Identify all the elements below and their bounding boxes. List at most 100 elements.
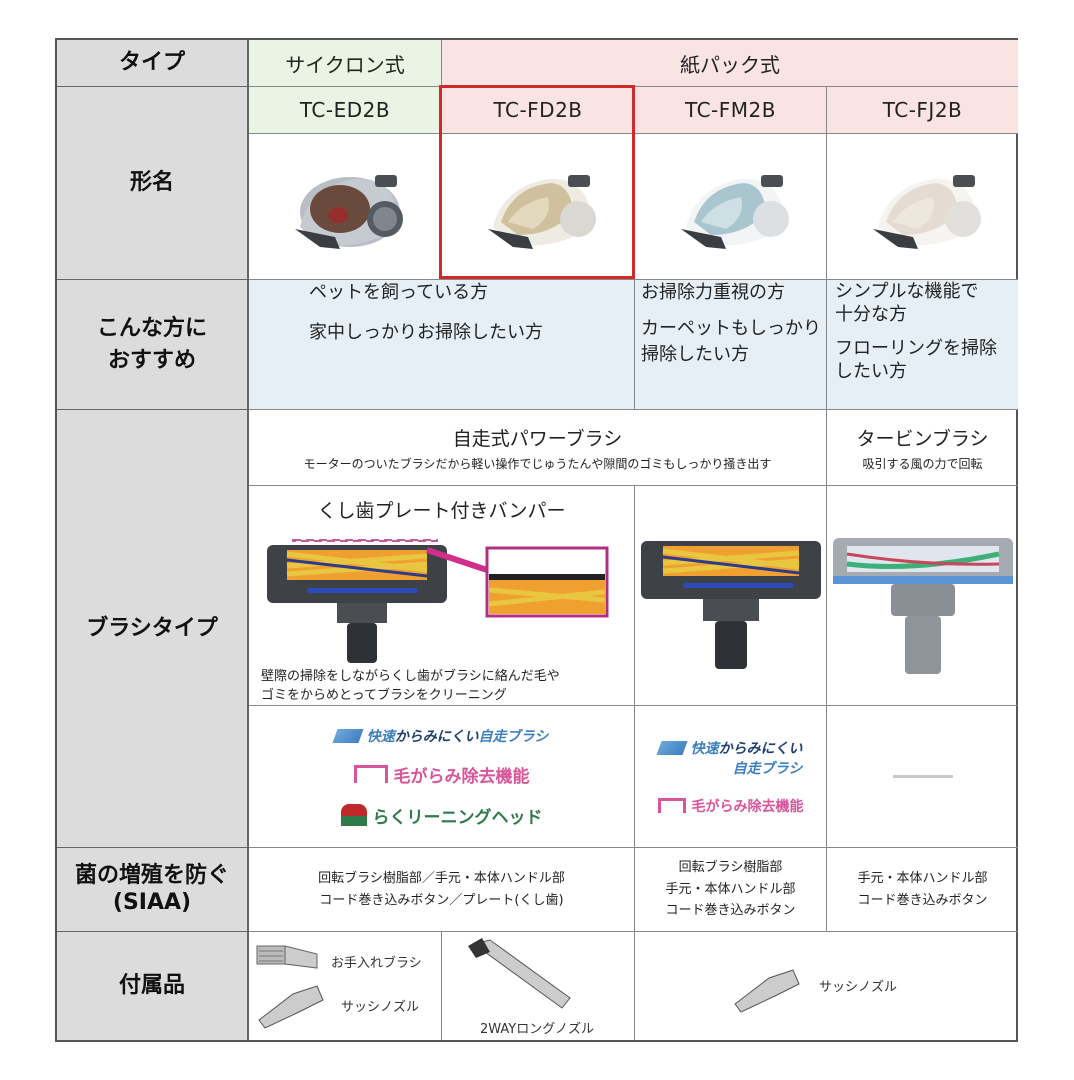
- power-brush-head-icon: [640, 540, 821, 669]
- bumper-desc: 壁際の掃除をしながらくし歯がブラシに絡んだ毛や ゴミをからめとってブラシをクリー…: [261, 668, 560, 706]
- feature-text: 自走ブラシ: [478, 728, 549, 745]
- brush-features-c: [827, 706, 1018, 848]
- type-paper: 紙パック式: [442, 40, 1018, 87]
- feature-text: 毛がらみ除去機能: [691, 798, 804, 815]
- model-name-fm2b: TC-FM2B: [635, 87, 827, 134]
- brush-turbine: タービンブラシ 吸引する風の力で回転: [827, 410, 1018, 486]
- feature-text: 毛がらみ除去機能: [393, 766, 530, 787]
- recommend-text: 掃除したい方: [641, 344, 749, 366]
- accessories-a: お手入れブラシ サッシノズル: [249, 932, 442, 1040]
- antibac-text: コード巻き込みボタン: [665, 903, 796, 919]
- header-accessories: 付属品: [57, 932, 249, 1040]
- recommend-text: お掃除力重視の方: [641, 282, 785, 303]
- recommend-text: したい方: [835, 361, 907, 383]
- model-label: TC-FM2B: [685, 98, 776, 122]
- sash-nozzle-icon: [734, 969, 800, 1013]
- vacuum-image-ed2b: [249, 134, 442, 280]
- feature-hair-removal: 毛がらみ除去機能: [657, 796, 804, 816]
- power-brush-head-icon: [267, 539, 609, 663]
- brush-image-bumper: くし歯プレート付きバンパー 壁際の掃除をしながらくし歯がブラシに絡んだ毛や ゴミ…: [249, 486, 635, 706]
- antibac-text: コード巻き込みボタン: [857, 892, 988, 908]
- recommend-text: フローリングを掃除: [835, 337, 997, 359]
- brush-power-title: 自走式パワーブラシ: [452, 427, 623, 450]
- comb-icon: [657, 798, 686, 813]
- header-model-label: 形名: [129, 170, 174, 196]
- feature-text: 快速: [690, 740, 719, 757]
- brush-features-a: 快速からみにくい自走ブラシ 毛がらみ除去機能 らくリーニングヘッド: [249, 706, 635, 848]
- recommend-text: シンプルな機能で: [835, 281, 979, 302]
- type-cyclone: サイクロン式: [249, 40, 442, 87]
- accessory-label: サッシノズル: [341, 1000, 420, 1015]
- antibac-c: 手元・本体ハンドル部 コード巻き込みボタン: [827, 848, 1018, 932]
- model-label: TC-ED2B: [299, 98, 391, 122]
- header-brush: ブラシタイプ: [57, 410, 249, 848]
- vacuum-image-fm2b: [635, 134, 827, 280]
- header-recommend-line: こんな方に: [96, 315, 207, 341]
- header-recommend: こんな方に おすすめ: [57, 280, 249, 410]
- antibac-b: 回転ブラシ樹脂部 手元・本体ハンドル部 コード巻き込みボタン: [635, 848, 827, 932]
- feature-text: からみにくい: [394, 728, 479, 745]
- brush-sweep-icon: [332, 728, 364, 743]
- comb-icon: [353, 765, 388, 783]
- bumper-desc-line: 壁際の掃除をしながらくし歯がブラシに絡んだ毛や: [261, 669, 560, 684]
- not-applicable-dash: [892, 775, 953, 778]
- header-antibacterial: 菌の増殖を防ぐ (SIAA): [57, 848, 249, 932]
- recommend-text: 十分な方: [835, 304, 907, 326]
- feature-text: からみにくい: [718, 740, 803, 757]
- model-label: TC-FD2B: [493, 98, 583, 122]
- long-nozzle-icon: [468, 938, 571, 1009]
- accessory-label: 2WAYロングノズル: [480, 1022, 594, 1037]
- accessory-label: サッシノズル: [819, 980, 898, 995]
- vacuum-image-fd2b: [442, 134, 635, 280]
- header-antibac-line: 菌の増殖を防ぐ: [74, 863, 229, 889]
- antibac-text: 手元・本体ハンドル部: [857, 871, 988, 887]
- feature-easy-cleaning-head: らくリーニングヘッド: [340, 803, 543, 828]
- accessory-label: お手入れブラシ: [331, 956, 422, 971]
- header-accessories-label: 付属品: [118, 973, 185, 999]
- vacuum-cleaner-icon: [680, 174, 789, 249]
- brush-power: 自走式パワーブラシ モーターのついたブラシだから軽い操作でじゅうたんや隙間のゴミ…: [249, 410, 827, 486]
- vacuum-cleaner-icon: [872, 174, 981, 249]
- antibac-text: 手元・本体ハンドル部: [665, 881, 796, 897]
- feature-text: らくリーニングヘッド: [372, 807, 543, 828]
- brush-image-fm2b: [635, 486, 827, 706]
- sash-nozzle-icon: [258, 985, 324, 1029]
- brush-sweep-icon: [656, 740, 688, 755]
- comparison-table: タイプ サイクロン式 紙パック式 形名 TC-ED2B TC-FD2B TC-F…: [55, 38, 1018, 1042]
- recommend-text: カーペットもしっかり: [641, 318, 821, 340]
- model-name-ed2b: TC-ED2B: [249, 87, 442, 134]
- header-recommend-line: おすすめ: [107, 347, 196, 373]
- vacuum-cleaner-icon: [295, 174, 403, 249]
- accessories-b: 2WAYロングノズル: [442, 932, 635, 1040]
- model-label: TC-FJ2B: [882, 98, 963, 122]
- antibac-text: 回転ブラシ樹脂部: [678, 860, 783, 876]
- brush-turbine-title: タービンブラシ: [856, 427, 989, 450]
- type-cyclone-label: サイクロン式: [285, 52, 405, 77]
- bumper-title: くし歯プレート付きバンパー: [317, 500, 566, 522]
- feature-fast-brush: 快速からみにくい 自走ブラシ: [656, 738, 803, 778]
- flame-brush-icon: [340, 804, 367, 826]
- type-paper-label: 紙パック式: [680, 52, 780, 77]
- turbine-brush-head-icon: [832, 537, 1013, 674]
- model-name-fj2b: TC-FJ2B: [827, 87, 1018, 134]
- brush-power-desc: モーターのついたブラシだから軽い操作でじゅうたんや隙間のゴミもしっかり掻き出す: [303, 456, 772, 471]
- brush-turbine-desc: 吸引する風の力で回転: [862, 456, 983, 471]
- header-brush-label: ブラシタイプ: [86, 615, 218, 641]
- brush-image-turbine: [827, 486, 1018, 706]
- care-brush-icon: [256, 945, 318, 969]
- vacuum-image-fj2b: [827, 134, 1018, 280]
- feature-hair-removal: 毛がらみ除去機能: [353, 762, 530, 787]
- brush-features-b: 快速からみにくい 自走ブラシ 毛がらみ除去機能: [635, 706, 827, 848]
- feature-fast-brush: 快速からみにくい自走ブラシ: [332, 726, 549, 746]
- accessories-c: サッシノズル: [635, 932, 1018, 1040]
- bumper-desc-line: ゴミをからめとってブラシをクリーニング: [261, 687, 507, 703]
- vacuum-cleaner-icon: [488, 174, 596, 249]
- recommend-text: ペットを飼っている方: [309, 282, 489, 303]
- recommend-ed2b-fd2b: ペットを飼っている方 家中しっかりお掃除したい方: [249, 280, 635, 410]
- header-type: タイプ: [57, 40, 249, 87]
- recommend-fm2b: お掃除力重視の方 カーペットもしっかり 掃除したい方: [635, 280, 827, 410]
- model-name-fd2b: TC-FD2B: [442, 87, 635, 134]
- antibac-text: コード巻き込みボタン／プレート(くし歯): [319, 892, 564, 908]
- header-model: 形名: [57, 87, 249, 280]
- header-type-label: タイプ: [118, 50, 185, 76]
